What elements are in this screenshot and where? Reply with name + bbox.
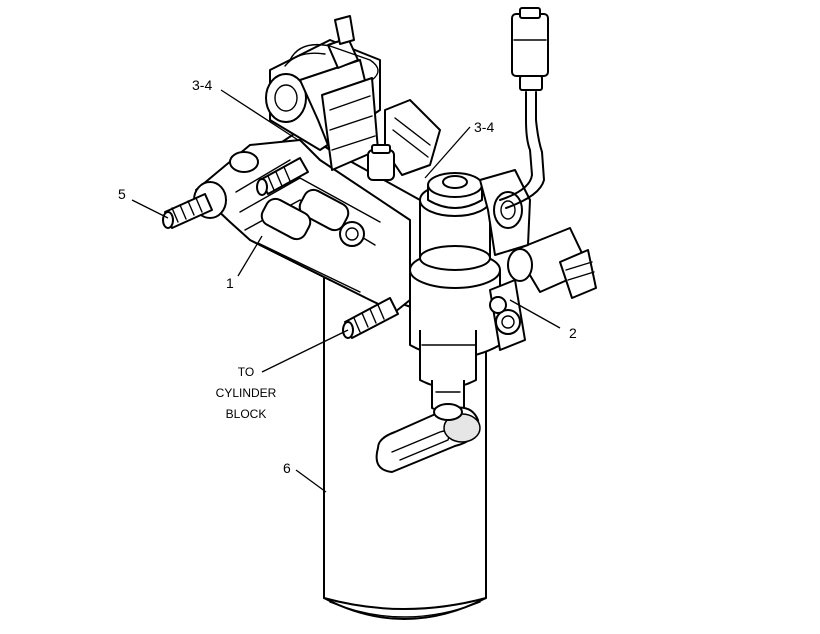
leader-lines	[131, 89, 561, 493]
mounting-bracket	[195, 139, 411, 313]
callout-2: 2	[569, 325, 577, 341]
pressure-sensor	[367, 99, 441, 181]
callout-3-4-right: 3-4	[474, 119, 495, 135]
stud-bolt-5	[162, 181, 227, 229]
callout-5: 5	[118, 186, 126, 202]
upper-fitting-assembly	[265, 15, 381, 171]
right-upper-block	[479, 169, 531, 256]
right-connector	[507, 227, 597, 299]
to-cylinder-block-label: TO CYLINDER BLOCK	[205, 362, 287, 425]
callout-3-4-left: 3-4	[192, 77, 213, 93]
wire-harness-connector	[499, 7, 549, 209]
note-line-block: BLOCK	[225, 407, 267, 421]
callout-1: 1	[226, 275, 234, 291]
callout-6: 6	[283, 460, 291, 476]
note-line-to: TO	[237, 365, 255, 379]
note-line-cylinder: CYLINDER	[215, 386, 277, 400]
stud-bolt-upper	[256, 157, 309, 196]
drain-valve-handle	[375, 403, 481, 473]
right-fitting	[489, 279, 526, 351]
priming-pump-body	[409, 172, 501, 413]
